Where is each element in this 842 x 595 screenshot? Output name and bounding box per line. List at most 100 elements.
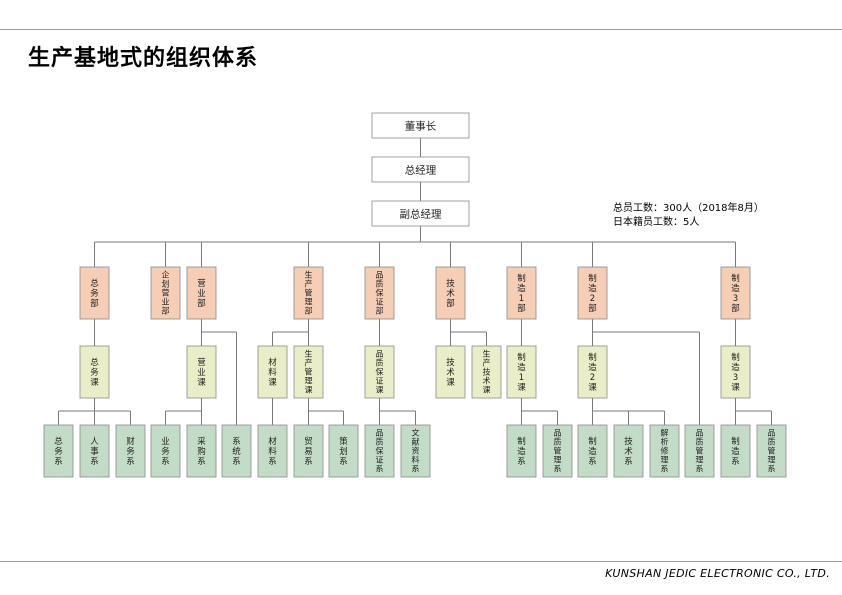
node-label-char: 系	[197, 456, 206, 467]
node-label-char: 营	[162, 288, 170, 298]
node-label-char: 课	[483, 386, 491, 395]
node-label-char: 质	[376, 358, 384, 368]
node-label-char: 务	[126, 446, 135, 457]
node-label-char: 质	[696, 437, 704, 447]
node-box	[150, 266, 181, 320]
node-label-char: 系	[624, 456, 633, 467]
node-label-char: 营	[197, 357, 206, 368]
node-label-char: 系	[126, 456, 135, 467]
node-box	[79, 424, 110, 478]
node-label-char: 系	[339, 456, 348, 467]
node-label-char: 修	[661, 446, 669, 456]
node-box	[684, 424, 715, 478]
node-label-char: 造	[731, 362, 740, 373]
node-label-char: 生	[305, 349, 313, 359]
node-label-char: 管	[768, 446, 776, 456]
node-label-char: 1	[519, 373, 524, 383]
node-label-char: 质	[768, 437, 776, 447]
node-label-char: 技	[446, 278, 455, 289]
node-label-char: 系	[517, 456, 526, 467]
node-box	[756, 424, 787, 478]
node-label-char: 理	[554, 456, 562, 465]
node-label-char: 理	[768, 456, 776, 465]
node-label-char: 制	[588, 352, 597, 363]
node-label-char: 系	[232, 436, 241, 447]
node-label-char: 保	[376, 288, 384, 298]
node-box	[506, 345, 537, 399]
node-label-char: 质	[554, 437, 562, 447]
node-label-char: 采	[197, 436, 206, 447]
node-label-char: 部	[90, 298, 99, 309]
node-box	[364, 424, 395, 478]
node-label-char: 证	[376, 456, 384, 465]
node-label-char: 事	[90, 446, 99, 457]
node-label-char: 课	[376, 386, 384, 395]
node-label-char: 产	[305, 279, 313, 289]
node-label-char: 营	[197, 278, 206, 289]
org-node-gm: 总经理	[371, 156, 470, 183]
org-node-t-trade: 贸易系	[293, 424, 324, 478]
node-label-char: 部	[305, 306, 313, 316]
node-box	[435, 345, 466, 399]
node-box	[720, 266, 751, 320]
org-node-t-material: 材料系	[257, 424, 288, 478]
node-label-char: 证	[376, 298, 384, 307]
node-label-char: 造	[588, 283, 597, 294]
node-label-char: 产	[483, 358, 491, 368]
page-title: 生产基地式的组织体系	[28, 46, 259, 71]
node-label-char: 制	[517, 436, 526, 447]
node-box	[506, 424, 537, 478]
node-box	[186, 266, 217, 320]
node-label-char: 生	[305, 270, 313, 280]
node-label-char: 制	[588, 273, 597, 284]
node-label-char: 课	[517, 382, 526, 393]
node-box	[150, 424, 181, 478]
org-node-t-system: 系统系	[221, 424, 252, 478]
node-box	[293, 266, 324, 320]
node-box	[506, 266, 537, 320]
node-label-char: 制	[731, 352, 740, 363]
node-label-char: 制	[731, 273, 740, 284]
node-label-char: 务	[90, 288, 99, 299]
node-label-char: 系	[661, 464, 669, 474]
org-node-t-finance: 财务系	[115, 424, 146, 478]
node-label-char: 品	[696, 429, 704, 438]
node-label-char: 材	[268, 436, 277, 447]
node-label-char: 系	[696, 464, 704, 474]
node-label-char: 部	[197, 298, 206, 309]
node-label-char: 料	[268, 446, 277, 457]
org-node-t-tech2: 技术系	[613, 424, 644, 478]
node-box	[364, 266, 395, 320]
org-node-t-hr: 人事系	[79, 424, 110, 478]
node-box	[43, 424, 74, 478]
node-label-char: 技	[624, 436, 633, 447]
node-label-char: 部	[162, 306, 170, 316]
node-label-char: 系	[90, 456, 99, 467]
node-label-char: 保	[376, 367, 384, 377]
node-label-char: 理	[305, 298, 313, 307]
node-label-char: 部	[376, 306, 384, 316]
node-label-char: 质	[376, 279, 384, 289]
node-label-char: 总	[90, 278, 99, 289]
node-label-char: 管	[554, 446, 562, 456]
node-label-char: 统	[232, 446, 241, 457]
org-node-t-purchase: 采购系	[186, 424, 217, 478]
node-label-char: 业	[197, 367, 206, 378]
node-label-char: 2	[590, 373, 595, 383]
node-box	[364, 345, 395, 399]
node-box	[542, 424, 573, 478]
node-label-char: 术	[446, 288, 455, 299]
node-box	[186, 345, 217, 399]
node-box	[649, 424, 680, 478]
org-node-s-sales: 营业课	[186, 345, 217, 399]
staff-note: 总员工数：300人（2018年8月） 日本籍员工数：5人	[613, 202, 764, 230]
node-label-char: 系	[232, 456, 241, 467]
node-label-char: 业	[162, 297, 170, 307]
node-label-char: 献	[412, 437, 420, 447]
